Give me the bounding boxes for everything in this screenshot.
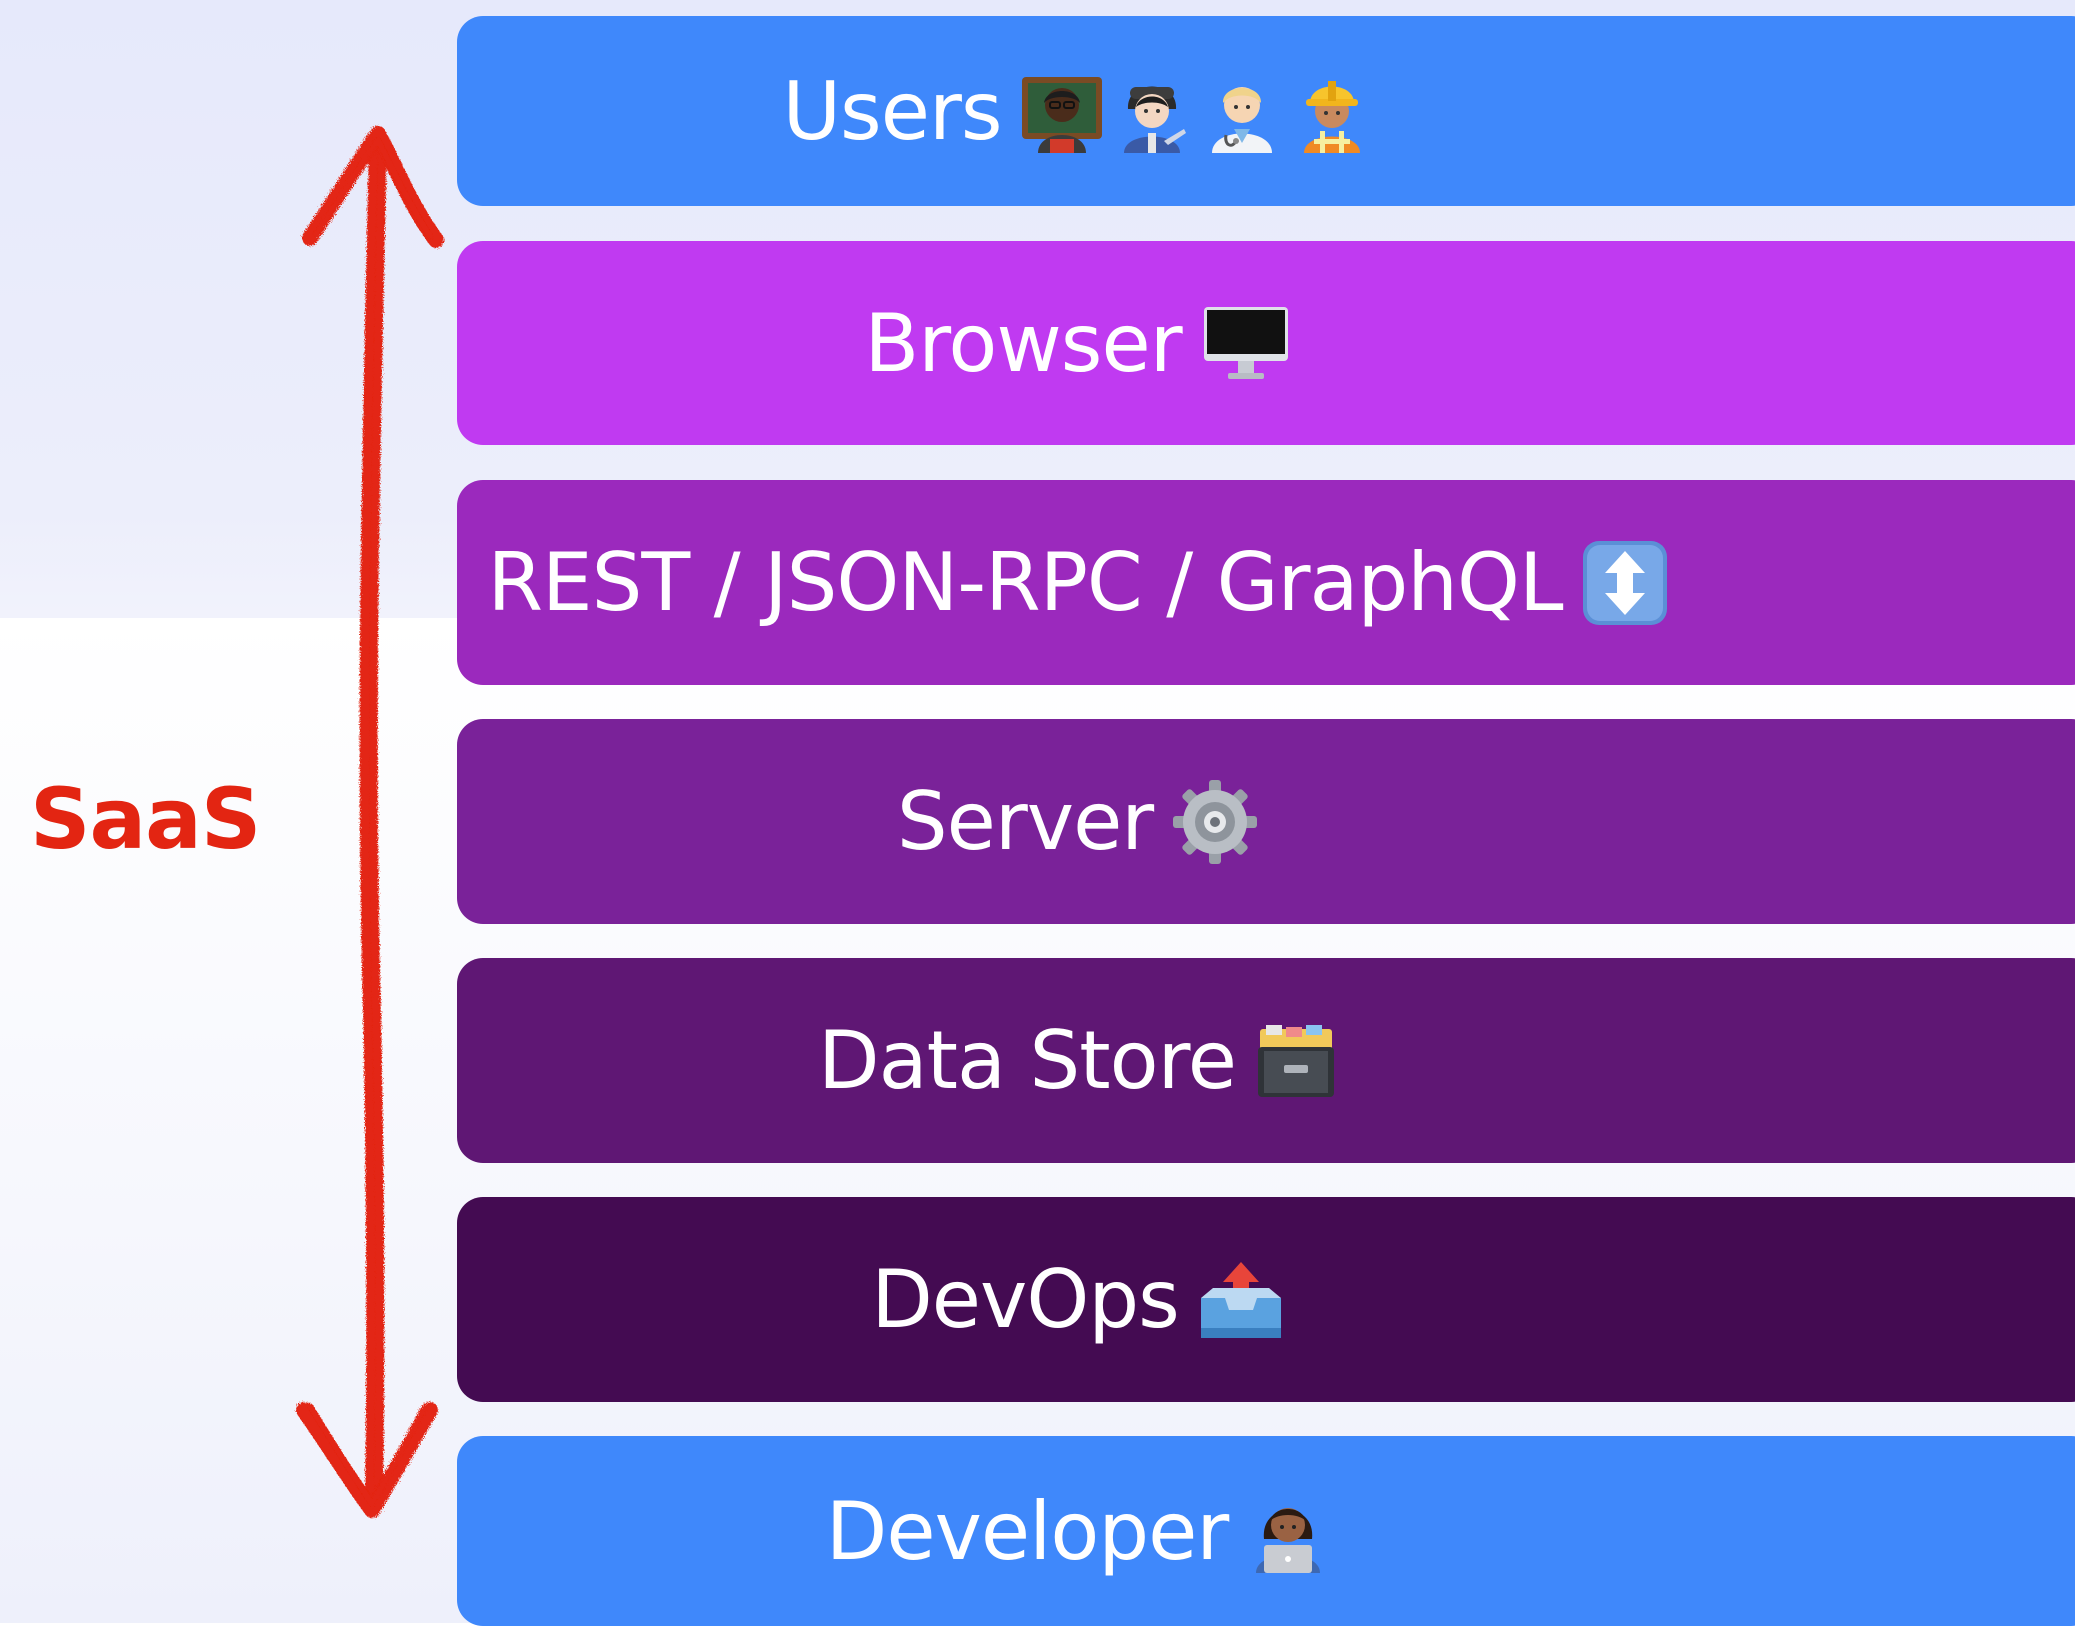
outbox-tray-icon	[1200, 1261, 1281, 1338]
layer-label: Browser	[864, 296, 1182, 390]
layer-server: Server	[457, 719, 2075, 924]
layer-api: REST / JSON-RPC / GraphQL	[457, 480, 2075, 685]
layer-browser: Browser	[457, 241, 2075, 445]
layer-label: DevOps	[871, 1253, 1180, 1346]
layer-devops: DevOps	[457, 1197, 2075, 1402]
teacher-icon	[1021, 77, 1102, 153]
layer-users: Users	[457, 16, 2075, 206]
technologist-icon	[1256, 1508, 1321, 1573]
gear-icon	[1173, 779, 1258, 864]
layer-label: Data Store	[818, 1014, 1237, 1107]
layer-label: Users	[782, 64, 1002, 158]
construction-worker-icon	[1303, 81, 1360, 153]
layer-label: Developer	[825, 1484, 1229, 1578]
pilot-icon	[1123, 86, 1186, 153]
double-arrow-icon	[296, 126, 444, 1518]
doctor-icon	[1211, 87, 1272, 153]
layer-data-store: Data Store	[457, 958, 2075, 1163]
layer-label: REST / JSON-RPC / GraphQL	[487, 536, 1563, 629]
desktop-computer-icon	[1203, 307, 1288, 379]
card-file-box-icon	[1257, 1024, 1334, 1097]
up-down-arrow-icon	[1582, 540, 1667, 625]
layer-developer: Developer	[457, 1436, 2075, 1626]
layer-label: Server	[896, 775, 1154, 868]
saas-label: SaaS	[30, 770, 261, 868]
